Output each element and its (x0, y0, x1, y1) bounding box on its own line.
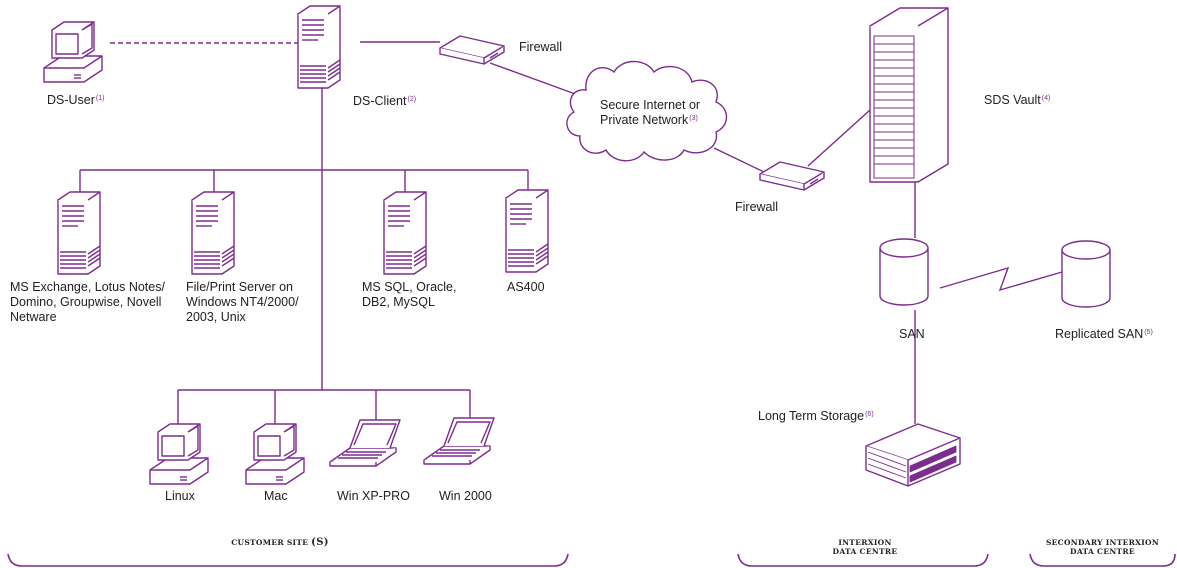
sds-vault-label: SDS Vault(4) (984, 93, 1051, 107)
ds-client-server-icon (297, 5, 341, 89)
file-print-server-label: File/Print Server on Windows NT4/2000/ 2… (186, 280, 299, 324)
as400-label: AS400 (507, 280, 545, 294)
interxion-brace (737, 553, 989, 567)
long-term-storage-label: Long Term Storage(6) (758, 409, 874, 423)
file-print-server-icon (191, 191, 235, 275)
firewall-network-link (489, 62, 579, 96)
replicated-san-label: Replicated SAN(5) (1055, 327, 1153, 341)
winxp-laptop-icon (329, 419, 401, 467)
firewall-vault-link (807, 109, 871, 167)
firewall-top-icon (439, 35, 505, 65)
winxp-label: Win XP-PRO (337, 489, 410, 503)
secondary-brace (1029, 553, 1176, 567)
sql-server-label: MS SQL, Oracle, DB2, MySQL (362, 280, 457, 309)
linux-computer-icon (149, 423, 209, 485)
customer-site-brace (7, 553, 569, 567)
mac-label: Mac (264, 489, 288, 503)
sql-server-icon (383, 191, 427, 275)
replication-link (939, 266, 1063, 292)
interxion-site-label: INTERXION DATA CENTRE (832, 538, 898, 556)
as400-server-icon (505, 189, 549, 273)
network-label: Secure Internet or Private Network(3) (600, 98, 701, 127)
ds-user-computer-icon (43, 21, 103, 83)
exchange-server-label: MS Exchange, Lotus Notes/ Domino, Groupw… (10, 280, 165, 324)
connection-lines (79, 41, 1063, 426)
linux-label: Linux (165, 489, 195, 503)
customer-site-label: CUSTOMER SITE (S) (231, 537, 329, 548)
firewall-bottom-label: Firewall (735, 200, 779, 214)
network-firewall-link (713, 147, 765, 173)
san-cylinder-icon (879, 238, 929, 306)
firewall-top-label: Firewall (519, 40, 563, 54)
san-label: SAN (899, 327, 925, 341)
ds-user-label: DS-User(1) (47, 93, 105, 107)
secondary-site-label: SECONDARY INTERXION DATA CENTRE (1045, 538, 1160, 556)
win2000-label: Win 2000 (439, 489, 492, 503)
long-term-storage-icon (865, 423, 961, 487)
replicated-san-cylinder-icon (1061, 240, 1111, 308)
sds-vault-rack-icon (869, 7, 949, 183)
exchange-server-icon (57, 191, 101, 275)
mac-computer-icon (245, 423, 305, 485)
site-braces (7, 553, 1176, 567)
cloud-icon (566, 60, 728, 162)
firewall-bottom-icon (759, 161, 825, 191)
win2000-laptop-icon (423, 417, 495, 465)
ds-client-label: DS-Client(2) (353, 94, 417, 108)
